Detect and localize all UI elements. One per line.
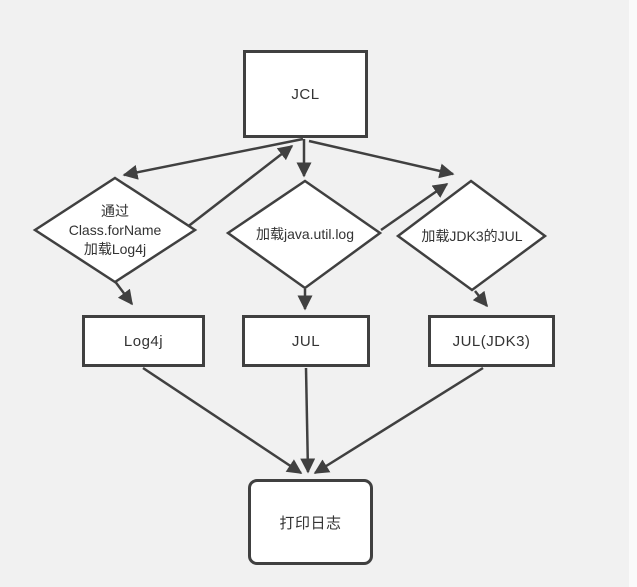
node-log4j-label: Log4j: [123, 332, 164, 350]
node-jul-jdk3[interactable]: JUL(JDK3): [428, 315, 555, 367]
edge-diamond-jdk3-to-jul-jdk3: [472, 290, 488, 308]
edge-diamond-classforname-to-jcl: [185, 145, 294, 229]
node-jul-label: JUL: [291, 332, 321, 350]
edge-jul-to-print: [300, 367, 316, 474]
page-right-edge: [629, 0, 637, 587]
diamond-jdk3-shape[interactable]: [395, 179, 548, 292]
node-print-log-label: 打印日志: [279, 514, 342, 532]
diamond-classforname-shape[interactable]: [32, 176, 198, 284]
node-print-log[interactable]: 打印日志: [248, 479, 373, 565]
node-jul-jdk3-label: JUL(JDK3): [452, 332, 531, 350]
node-jcl-label: JCL: [291, 85, 320, 103]
edge-jul-jdk3-to-print: [313, 366, 484, 475]
diamond-jul-shape[interactable]: [225, 179, 383, 290]
edge-jcl-to-diamond-classforname: [122, 137, 304, 180]
edge-jcl-to-diamond-jdk3: [308, 139, 455, 179]
node-jcl[interactable]: JCL: [243, 50, 368, 138]
node-log4j[interactable]: Log4j: [82, 315, 205, 367]
node-jul[interactable]: JUL: [242, 315, 370, 367]
edge-log4j-to-print: [142, 366, 303, 475]
edge-diamond-jul-to-diamond-jdk3: [380, 182, 449, 232]
